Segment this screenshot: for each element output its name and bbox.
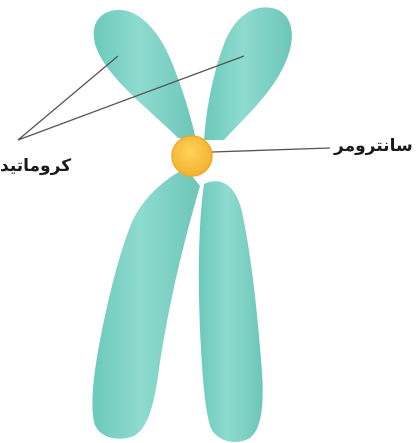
chromatid-lower-left-arm [92,168,200,439]
chromatid-lower-right-arm [199,181,263,442]
centromere [172,136,212,176]
chromatid-leader-line-left [18,56,118,140]
chromatid-upper-left-arm [94,10,196,140]
centromere-label: سانترومر [334,138,413,155]
chromatid-label: کروماتید [0,158,71,175]
centromere-leader-line [212,148,330,152]
chromatid-upper-right-arm [204,7,292,140]
